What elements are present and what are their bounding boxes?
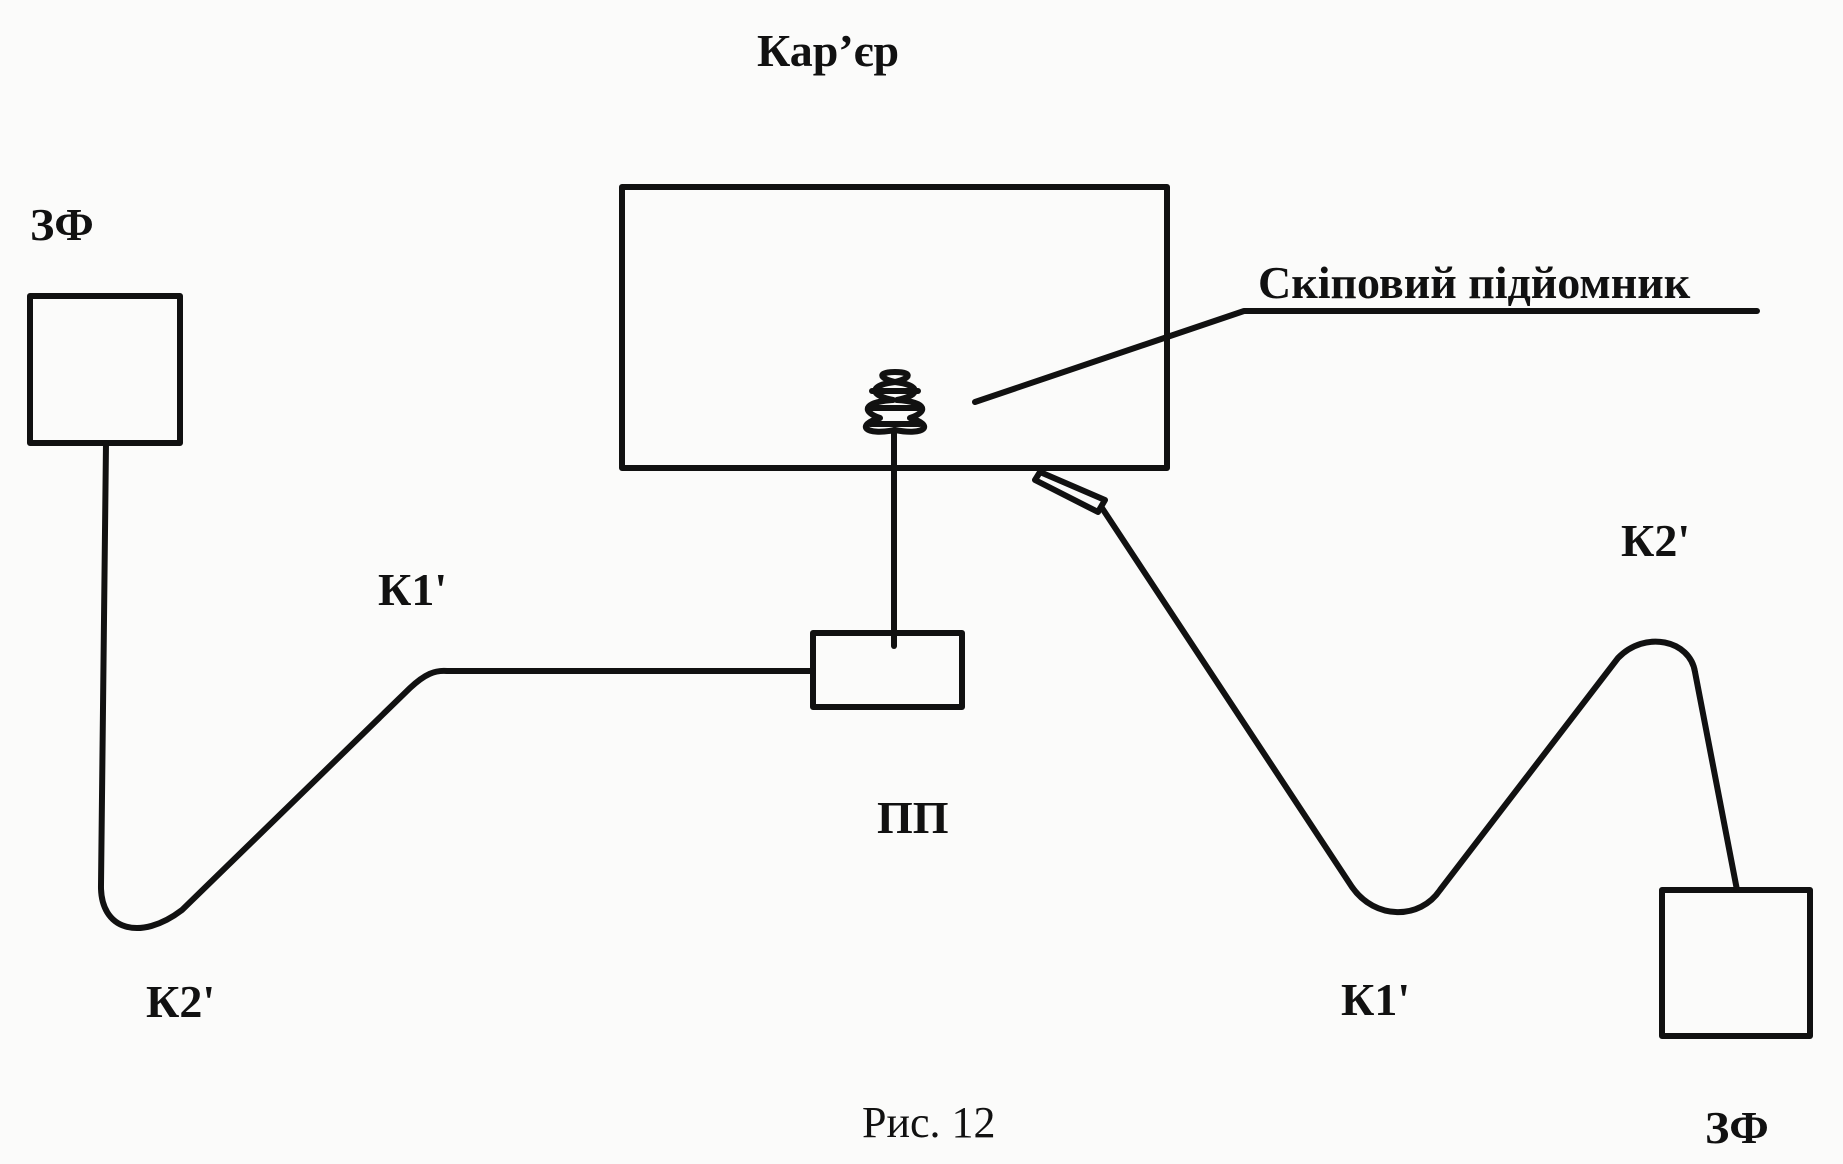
filter-label-left: ЗФ: [30, 199, 94, 250]
pipeline-right-coupling: [1032, 469, 1108, 515]
pipeline-left: [97, 440, 816, 931]
filter-box-left: [27, 293, 183, 446]
filter-label-right: ЗФ: [1705, 1102, 1769, 1153]
pipeline-right: [1099, 505, 1740, 916]
filter-box-right: [1659, 887, 1813, 1039]
skip-hoist-leader: [972, 308, 1760, 405]
k2-label-right: К2': [1621, 515, 1691, 566]
skip-hoist-symbol: [863, 369, 927, 435]
skip-hoist-label: Скіповий підйомник: [1258, 257, 1691, 308]
k2-label-left: К2': [146, 976, 216, 1027]
quarry-label: Кар’єр: [757, 25, 900, 76]
k1-label-left: К1': [378, 564, 448, 615]
figure-caption: Рис. 12: [862, 1098, 996, 1147]
pp-label: ПП: [877, 792, 949, 843]
k1-label-right: К1': [1341, 974, 1411, 1025]
pp-box: [810, 630, 965, 710]
